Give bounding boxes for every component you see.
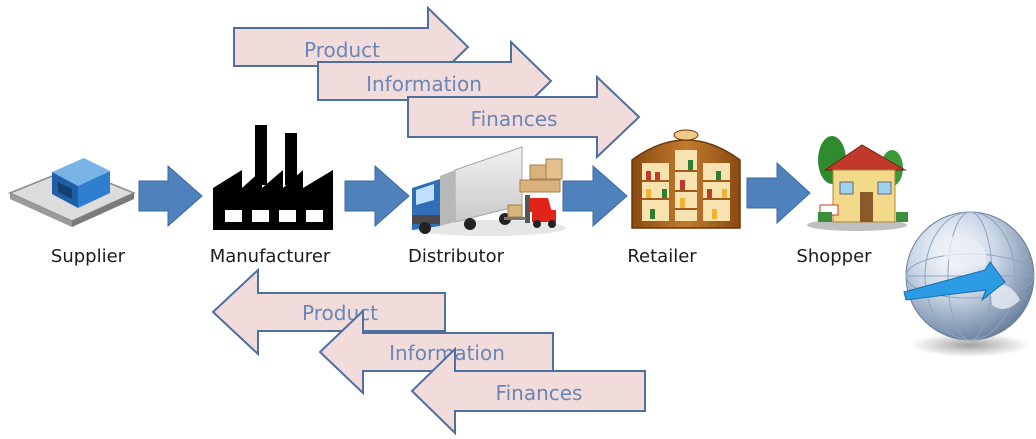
reverse-flow-product-label: Product	[302, 301, 378, 325]
forward-flow-finances-arrow	[407, 74, 641, 160]
reverse-flow-finances-arrow	[410, 346, 646, 436]
node-label-retailer: Retailer	[627, 246, 697, 267]
forward-flow-finances: Finances	[407, 74, 641, 160]
node-label-supplier: Supplier	[51, 246, 126, 267]
node-label-manufacturer: Manufacturer	[210, 246, 331, 267]
chain-arrow-1	[138, 164, 203, 228]
reverse-flow-finances: Finances	[410, 346, 646, 436]
forward-flow-information-label: Information	[366, 72, 482, 96]
forward-flow-finances-label: Finances	[471, 107, 558, 131]
node-label-shopper: Shopper	[796, 246, 872, 267]
warehouse-icon	[8, 158, 136, 227]
globe-icon	[903, 211, 1035, 357]
reverse-flow-product: Product	[211, 267, 446, 357]
node-label-distributor: Distributor	[408, 246, 505, 267]
chain-arrow-4	[746, 161, 811, 225]
reverse-flow-product-arrow	[211, 267, 446, 357]
truck-forklift-icon	[410, 146, 566, 236]
store-shelf-icon	[631, 129, 741, 229]
forward-flow-product-label: Product	[304, 38, 380, 62]
chain-arrow-3	[562, 164, 628, 228]
factory-icon	[213, 125, 333, 230]
chain-arrows	[138, 161, 811, 228]
reverse-flow-finances-label: Finances	[496, 381, 583, 405]
house-icon	[807, 136, 908, 231]
chain-arrow-2	[344, 164, 410, 228]
